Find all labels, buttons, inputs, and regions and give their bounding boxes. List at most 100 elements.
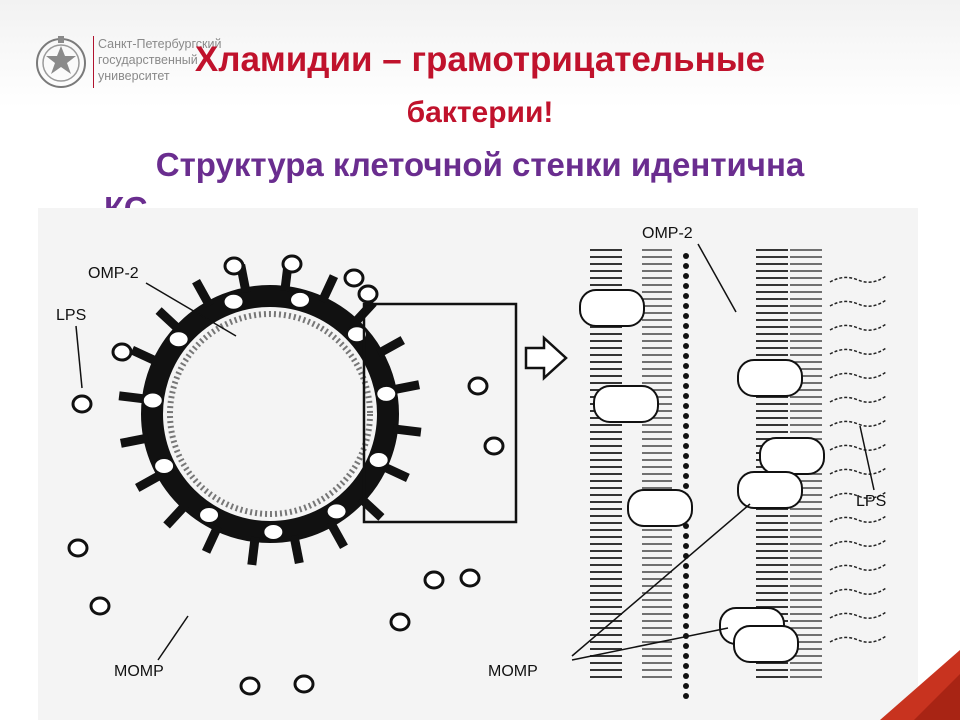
zoom-arrow-icon: [524, 335, 568, 381]
leader-momp-right-2: [571, 627, 729, 661]
lps-chain: [829, 515, 887, 523]
peptidoglycan-bead: [683, 353, 689, 359]
lps-chain: [829, 539, 887, 547]
leader-momp-right-1: [571, 503, 751, 657]
peptidoglycan-bead: [683, 273, 689, 279]
peptidoglycan-bead: [683, 533, 689, 539]
peptidoglycan-bead: [683, 613, 689, 619]
lps-spike: [392, 424, 422, 437]
peptidoglycan-bead: [683, 253, 689, 259]
membrane-protein: [262, 522, 285, 541]
peptidoglycan-bead: [683, 663, 689, 669]
membrane-protein: [141, 391, 164, 410]
peptidoglycan-bead: [683, 623, 689, 629]
lps-chain: [829, 443, 887, 451]
peptidoglycan-bead: [683, 363, 689, 369]
membrane-protein: [375, 384, 398, 403]
lps-chain: [829, 611, 887, 619]
released-vesicle: [281, 254, 303, 274]
label-omp2-right: OMP-2: [642, 225, 693, 242]
membrane-protein: [167, 330, 190, 349]
zoom-box: [362, 302, 518, 524]
lps-chain: [829, 419, 887, 427]
peptidoglycan-bead: [683, 293, 689, 299]
university-name-line-2: государственный: [98, 53, 198, 67]
released-vesicle: [389, 612, 411, 632]
peptidoglycan-bead: [683, 383, 689, 389]
peptidoglycan-bead: [683, 323, 689, 329]
university-name-line-1: Санкт-Петербургский: [98, 37, 222, 51]
lps-spike: [163, 501, 189, 529]
membrane-detail-drawing: [579, 249, 887, 699]
peptidoglycan-bead: [683, 543, 689, 549]
membrane-protein: [222, 292, 245, 311]
lps-chain: [829, 371, 887, 379]
membrane-protein: [367, 450, 390, 469]
peptidoglycan-bead: [683, 263, 689, 269]
peptidoglycan-bead: [683, 443, 689, 449]
peptidoglycan-bead: [683, 653, 689, 659]
cell-wall-diagram: OMP-2 LPS MOMP OMP-2 LPS MOMP: [38, 208, 918, 720]
released-vesicle: [293, 674, 315, 694]
lps-spike: [135, 470, 164, 492]
peptidoglycan-bead: [683, 423, 689, 429]
lps-spike: [130, 345, 160, 366]
lps-chain: [829, 299, 887, 307]
lps-spike: [326, 520, 348, 549]
released-vesicle: [343, 268, 365, 288]
released-vesicle: [239, 676, 261, 696]
lps-chain: [829, 635, 887, 643]
released-vesicle: [357, 284, 379, 304]
slide-subtitle: Структура клеточной стенки идентична: [155, 146, 805, 183]
lps-spike: [318, 274, 339, 304]
membrane-protein: [153, 457, 176, 476]
header-band: [0, 0, 960, 108]
outer-membrane-protein: [593, 385, 659, 423]
released-vesicle: [467, 376, 489, 396]
peptidoglycan-bead: [683, 583, 689, 589]
released-vesicle: [89, 596, 111, 616]
outer-membrane-protein: [759, 437, 825, 475]
label-momp-right: MOMP: [488, 663, 538, 680]
peptidoglycan-bead: [683, 473, 689, 479]
lps-spike: [390, 380, 421, 395]
released-vesicle: [459, 568, 481, 588]
peptidoglycan-bead: [683, 333, 689, 339]
lps-spike: [247, 536, 260, 566]
released-vesicle: [423, 570, 445, 590]
lps-chain: [829, 275, 887, 283]
released-vesicle: [483, 436, 505, 456]
outer-membrane-protein: [627, 489, 693, 527]
membrane-protein: [198, 506, 221, 525]
peptidoglycan-bead: [683, 413, 689, 419]
peptidoglycan-bead: [683, 643, 689, 649]
peptidoglycan-bead: [683, 453, 689, 459]
peptidoglycan-bead: [683, 693, 689, 699]
chlamydia-cell-drawing: [67, 254, 505, 696]
peptidoglycan-bead: [683, 403, 689, 409]
lps-spike: [192, 279, 214, 308]
peptidoglycan-bead: [683, 433, 689, 439]
label-lps-right: LPS: [856, 493, 886, 510]
leader-omp2-right: [697, 243, 737, 313]
slide-title-line-2: бактерии!: [406, 96, 554, 129]
corner-decoration: [880, 650, 960, 720]
lps-spike: [155, 307, 183, 333]
peptidoglycan-bead: [683, 673, 689, 679]
peptidoglycan-bead: [683, 313, 689, 319]
leader-momp-left: [157, 615, 189, 661]
peptidoglycan-bead: [683, 593, 689, 599]
outer-membrane-protein: [737, 359, 803, 397]
lps-chain: [829, 467, 887, 475]
lps-chain: [829, 395, 887, 403]
released-vesicle: [111, 342, 133, 362]
lps-chain: [829, 587, 887, 595]
leader-lps-right: [859, 425, 875, 491]
slide-title-line-1: Хламидии – грамотрицательные: [194, 40, 766, 79]
peptidoglycan-bead: [683, 283, 689, 289]
lps-chain: [829, 323, 887, 331]
released-vesicle: [223, 256, 245, 276]
peptidoglycan-bead: [683, 463, 689, 469]
leader-lps-left: [75, 325, 83, 389]
university-name-line-3: университет: [98, 69, 170, 83]
